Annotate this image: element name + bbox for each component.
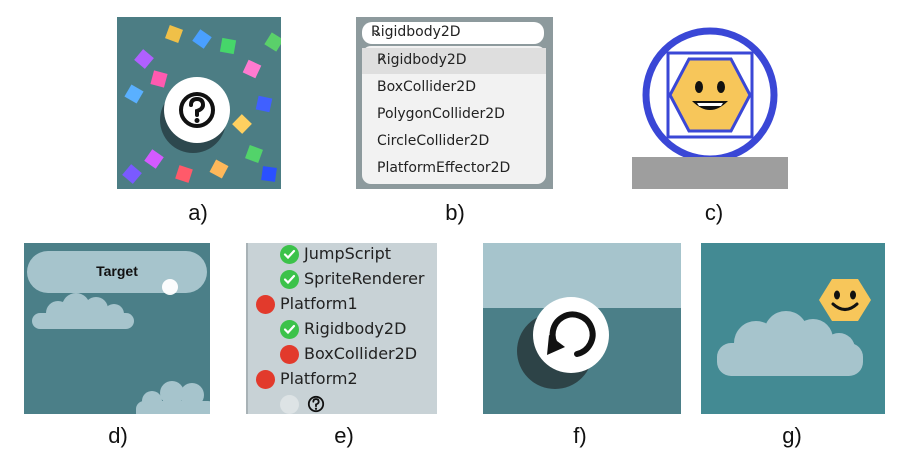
caption-a: a) — [188, 200, 208, 225]
panel-a-confetti — [117, 17, 281, 189]
option-label: CircleCollider2D — [377, 133, 490, 149]
dropdown-option-polygoncollider2d[interactable]: PolygonCollider2D — [362, 102, 546, 128]
row-label: SpriteRenderer — [304, 269, 425, 288]
smiley-hexagon-icon — [668, 57, 752, 133]
dropdown-option-rigidbody2d[interactable]: ✓ Rigidbody2D — [362, 48, 546, 74]
row-label: Rigidbody2D — [304, 319, 407, 338]
ground-platform — [632, 157, 788, 189]
check-status-icon — [280, 320, 299, 339]
confetti-piece — [255, 95, 273, 113]
option-label: Rigidbody2D — [377, 52, 467, 68]
confetti-piece — [261, 166, 277, 182]
row-label: Platform1 — [280, 294, 358, 313]
error-status-icon — [280, 345, 299, 364]
dropdown-option-boxcollider2d[interactable]: BoxCollider2D — [362, 75, 546, 101]
caption-c: c) — [704, 200, 724, 225]
question-badge[interactable] — [164, 77, 230, 143]
component-dropdown[interactable]: Rigidbody2D ⌄ — [362, 22, 544, 44]
row-label: BoxCollider2D — [304, 344, 418, 363]
error-status-icon — [256, 370, 275, 389]
cloud-icon — [136, 381, 210, 414]
panel-divider — [246, 243, 248, 414]
reset-button[interactable] — [483, 243, 681, 414]
error-status-icon — [256, 295, 275, 314]
cloud-icon — [32, 293, 134, 329]
confetti-piece — [144, 149, 164, 169]
scene-graphics — [717, 279, 871, 376]
confetti-piece — [165, 25, 183, 43]
dropdown-selected-value: Rigidbody2D — [371, 24, 461, 40]
panel-f-reset — [483, 243, 681, 414]
sky-band — [483, 243, 681, 308]
confetti-piece — [245, 145, 263, 163]
panel-b-component-dropdown: Rigidbody2D ⌄ ✓ Rigidbody2D BoxCollider2… — [356, 17, 553, 189]
ball-icon — [162, 279, 178, 295]
caption-b: b) — [445, 200, 465, 225]
dropdown-menu: ✓ Rigidbody2D BoxCollider2D PolygonColli… — [362, 46, 546, 184]
chevron-down-icon: ⌄ — [371, 24, 383, 40]
panel-c-collider-gizmo — [630, 17, 790, 189]
check-status-icon — [280, 270, 299, 289]
check-status-icon — [280, 245, 299, 264]
question-mark-icon[interactable] — [307, 395, 325, 413]
smiley-hexagon-icon — [819, 279, 871, 321]
panel-e-hierarchy-checklist: JumpScript SpriteRenderer Platform1 Rigi… — [246, 243, 437, 414]
panel-d-target-scene: Target — [24, 243, 210, 414]
option-label: BoxCollider2D — [377, 79, 476, 95]
caption-f: f) — [573, 423, 587, 448]
option-label: PlatformEffector2D — [377, 160, 511, 176]
question-mark-icon — [179, 92, 215, 128]
confetti-piece — [219, 37, 237, 55]
caption-d: d) — [108, 423, 128, 448]
confetti-piece — [150, 70, 168, 88]
confetti-piece — [134, 49, 154, 69]
confetti-piece — [192, 29, 212, 49]
panel-g-scene — [701, 243, 885, 414]
caption-g: g) — [782, 423, 802, 448]
box-collider-outline — [666, 51, 754, 139]
pending-status-icon — [280, 395, 299, 414]
confetti-piece — [124, 84, 144, 104]
dropdown-option-platformeffector2d[interactable]: PlatformEffector2D — [362, 156, 546, 182]
confetti-piece — [122, 164, 142, 184]
confetti-piece — [242, 59, 262, 79]
caption-e: e) — [334, 423, 354, 448]
dropdown-option-circlecollider2d[interactable]: CircleCollider2D — [362, 129, 546, 155]
reset-icon — [547, 311, 596, 357]
confetti-piece — [209, 159, 229, 179]
confetti-piece — [264, 32, 281, 52]
checkmark-icon: ✓ — [377, 52, 387, 65]
cloud-icon — [717, 311, 863, 376]
confetti-piece — [175, 165, 193, 183]
scene-clouds — [32, 279, 210, 414]
row-label: JumpScript — [304, 244, 392, 263]
confetti-piece — [232, 114, 252, 134]
option-label: PolygonCollider2D — [377, 106, 505, 122]
row-label: Platform2 — [280, 369, 358, 388]
target-label: Target — [96, 263, 138, 279]
